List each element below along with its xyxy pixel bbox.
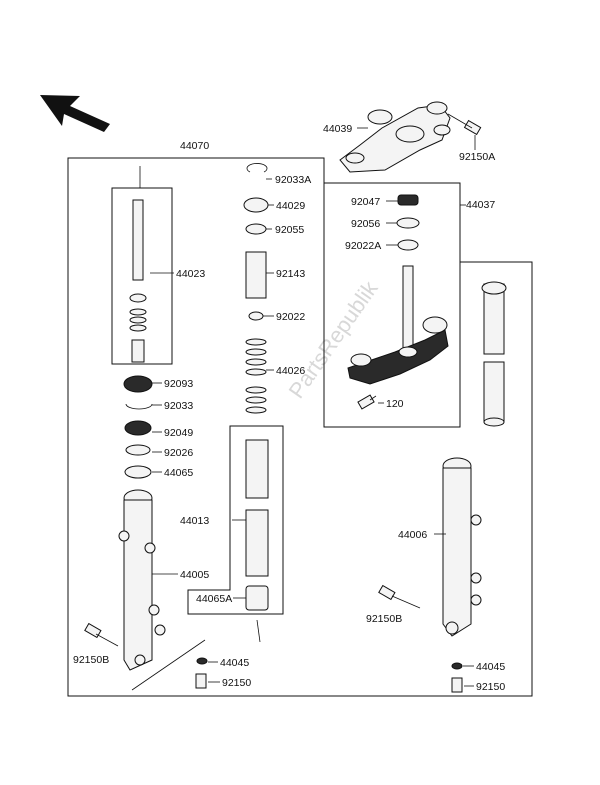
bolt-92150A (447, 113, 482, 136)
label-92026: 92026 (164, 447, 193, 459)
label-92047: 92047 (351, 196, 380, 208)
label-92093: 92093 (164, 378, 193, 390)
stem-parts (347, 194, 449, 385)
seals-left (123, 375, 153, 479)
upper-bracket-44039 (339, 101, 451, 173)
label-44029: 44029 (276, 200, 305, 212)
label-44045-left: 44045 (220, 657, 249, 669)
center-parts (243, 163, 269, 611)
label-92150A: 92150A (459, 151, 495, 163)
label-44065A: 44065A (196, 593, 232, 605)
inner-tube-right (481, 281, 507, 427)
label-44013: 44013 (180, 515, 209, 527)
label-92150B-left: 92150B (73, 654, 109, 666)
label-92033: 92033 (164, 400, 193, 412)
bolt-92150-left (195, 673, 207, 689)
bolt-92150-right (451, 677, 463, 693)
outer-tube-right (442, 457, 482, 637)
washer-44045-left (196, 657, 208, 665)
label-44006: 44006 (398, 529, 427, 541)
label-92033A: 92033A (275, 174, 311, 186)
label-44070: 44070 (180, 140, 209, 152)
label-92022A: 92022A (345, 240, 381, 252)
label-44005: 44005 (180, 569, 209, 581)
bolt-92150B-right (378, 584, 421, 609)
label-44065: 44065 (164, 467, 193, 479)
label-92150B-right: 92150B (366, 613, 402, 625)
label-120: 120 (386, 398, 404, 410)
inner-tube-frame (187, 425, 284, 615)
bolt-120 (357, 394, 377, 410)
label-44037: 44037 (466, 199, 495, 211)
label-44045-right: 44045 (476, 661, 505, 673)
stem-assembly-frame (323, 182, 461, 428)
label-92055: 92055 (275, 224, 304, 236)
label-92143: 92143 (276, 268, 305, 280)
bolt-92150B-left (84, 622, 119, 647)
label-92150-right: 92150 (476, 681, 505, 693)
outer-tube-left (118, 489, 166, 671)
label-92150-left: 92150 (222, 677, 251, 689)
damper-assembly-frame (111, 187, 173, 365)
label-44026: 44026 (276, 365, 305, 377)
front-direction-arrow-icon (40, 95, 110, 132)
label-44023: 44023 (176, 268, 205, 280)
label-44039: 44039 (323, 123, 352, 135)
washer-44045-right (451, 662, 463, 670)
damper-rod (129, 199, 147, 363)
label-92022: 92022 (276, 311, 305, 323)
label-92056: 92056 (351, 218, 380, 230)
label-92049: 92049 (164, 427, 193, 439)
